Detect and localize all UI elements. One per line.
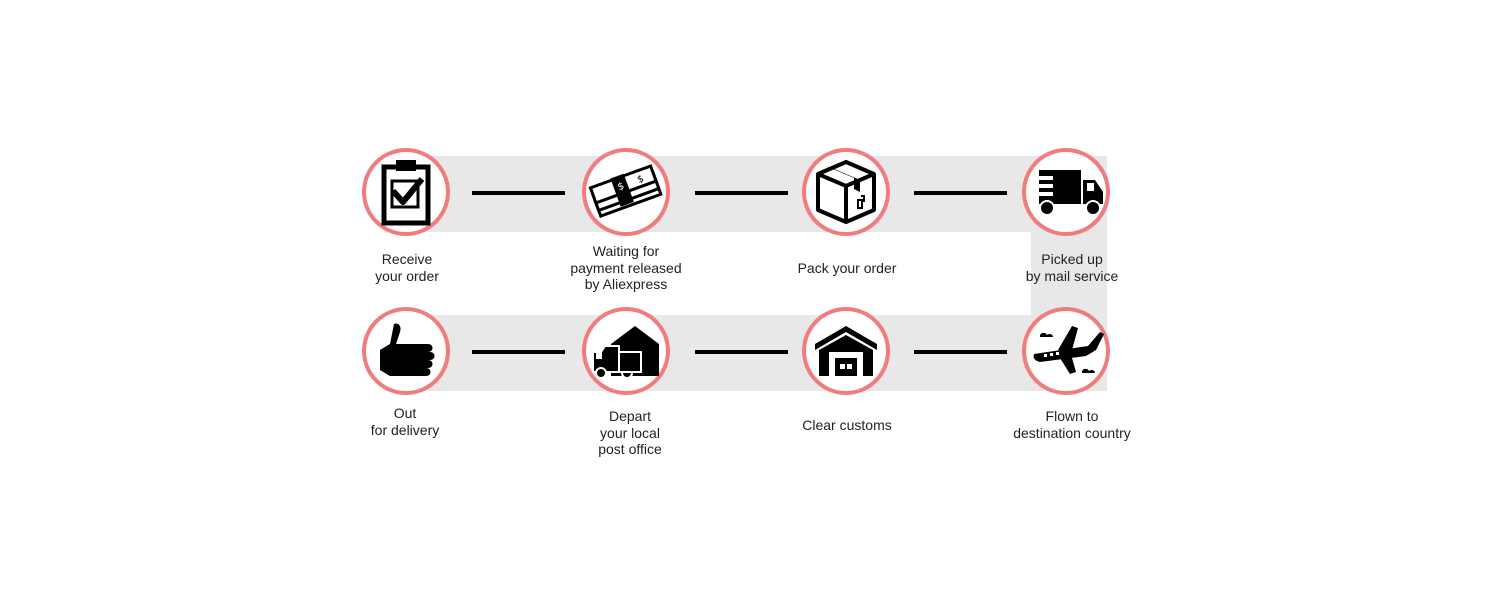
step-clear-customs: [802, 307, 890, 395]
step-label-flown: Flown to destination country: [1013, 408, 1131, 441]
svg-text:$: $: [616, 181, 626, 194]
thumbs-up-hand-icon: [380, 323, 435, 376]
connector-line: [695, 350, 788, 354]
money-stack-icon: $ $: [588, 164, 663, 219]
connector-line: [472, 350, 565, 354]
airplane-icon: [1033, 326, 1104, 374]
step-picked-up: [1022, 148, 1110, 236]
step-label-waiting-payment: Waiting for payment released by Aliexpre…: [570, 243, 682, 292]
step-label-picked-up: Picked up by mail service: [1025, 251, 1119, 284]
svg-text:$: $: [636, 173, 646, 186]
connector-line: [472, 191, 565, 195]
step-out-for-delivery: [362, 307, 450, 395]
step-label-depart-post-office: Depart your local post office: [598, 408, 662, 457]
step-label-pack-order: Pack your order: [797, 260, 897, 276]
delivery-truck-icon: [1029, 170, 1103, 216]
step-depart-post-office: [582, 307, 670, 395]
connector-line: [695, 191, 788, 195]
connector-line: [914, 191, 1007, 195]
step-label-out-for-delivery: Out for delivery: [370, 405, 440, 438]
step-flown: [1022, 307, 1110, 395]
step-label-clear-customs: Clear customs: [802, 417, 892, 433]
step-receive-order: [362, 148, 450, 236]
post-office-truck-icon: [592, 326, 659, 379]
clipboard-check-icon: [381, 160, 431, 226]
step-pack-order: [802, 148, 890, 236]
connector-line: [914, 350, 1007, 354]
warehouse-icon: [815, 326, 877, 376]
step-label-receive-order: Receive your order: [375, 251, 439, 284]
package-box-icon: [816, 160, 876, 224]
step-waiting-payment: $ $: [582, 148, 670, 236]
